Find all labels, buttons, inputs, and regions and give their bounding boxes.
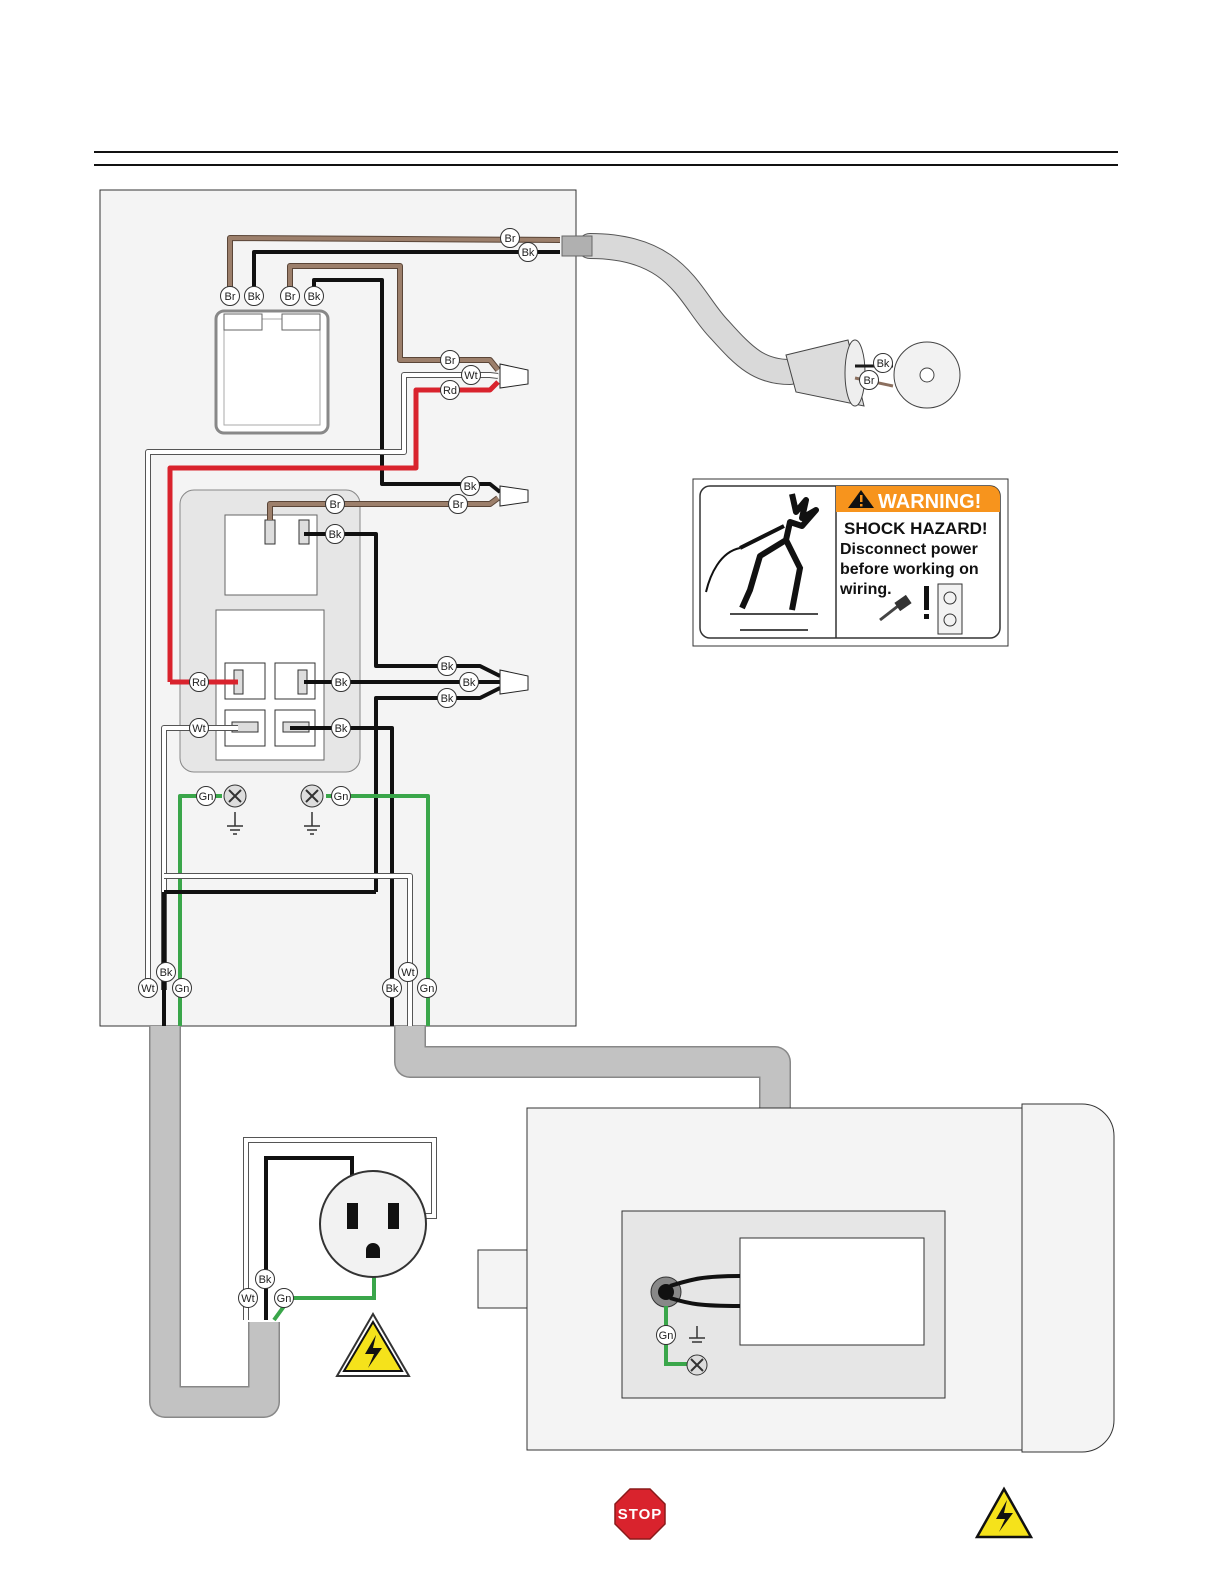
warning-line-2: before working on — [840, 561, 979, 578]
wire-label-brown: Br — [449, 495, 468, 514]
wire-label-green: Gn — [332, 787, 351, 806]
wire-label-green: Gn — [173, 979, 192, 998]
svg-text:Gn: Gn — [199, 791, 214, 803]
wire-label-black: Bk — [460, 673, 479, 692]
wire-label-red: Rd — [441, 381, 460, 400]
wire-label-black: Bk — [245, 287, 264, 306]
svg-text:Wt: Wt — [464, 370, 477, 382]
wire-label-black: Bk — [332, 719, 351, 738]
wire-label-white: Wt — [190, 719, 209, 738]
svg-text:Br: Br — [864, 375, 875, 387]
svg-text:Gn: Gn — [334, 791, 349, 803]
warning-line-1: Disconnect power — [840, 541, 978, 558]
warning-title: WARNING! — [878, 491, 981, 513]
svg-text:Bk: Bk — [463, 677, 476, 689]
wire-label-green: Gn — [657, 1326, 676, 1345]
svg-text:Gn: Gn — [420, 983, 435, 995]
wire-label-white: Wt — [239, 1289, 258, 1308]
svg-text:Bk: Bk — [441, 693, 454, 705]
svg-text:Rd: Rd — [443, 385, 457, 397]
outlet-icon — [320, 1171, 426, 1277]
svg-text:Gn: Gn — [175, 983, 190, 995]
svg-text:Bk: Bk — [259, 1274, 272, 1286]
wire-label-brown: Br — [326, 495, 345, 514]
wire-label-black: Bk — [519, 243, 538, 262]
wire-label-brown: Br — [281, 287, 300, 306]
wire-label-brown: Br — [441, 351, 460, 370]
electrical-hazard-icon — [977, 1489, 1031, 1537]
svg-text:Bk: Bk — [441, 661, 454, 673]
svg-text:Br: Br — [505, 233, 516, 245]
svg-text:Wt: Wt — [192, 723, 205, 735]
warning-label: WARNING! SHOCK HAZARD! Disconnect power … — [693, 479, 1008, 646]
svg-text:Bk: Bk — [522, 247, 535, 259]
stop-sign-icon: STOP — [615, 1489, 665, 1539]
svg-text:Bk: Bk — [877, 358, 890, 370]
svg-text:Wt: Wt — [141, 983, 154, 995]
svg-text:Bk: Bk — [335, 677, 348, 689]
svg-text:Bk: Bk — [160, 967, 173, 979]
wire-label-black: Bk — [332, 673, 351, 692]
conduit-outlet — [165, 1026, 264, 1402]
svg-text:Br: Br — [445, 355, 456, 367]
wire-label-black: Bk — [874, 354, 893, 373]
power-cord — [562, 236, 960, 408]
warning-line-3: wiring. — [839, 581, 892, 598]
svg-text:Bk: Bk — [248, 291, 261, 303]
wire-label-black: Bk — [438, 657, 457, 676]
wire-label-white: Wt — [399, 963, 418, 982]
svg-text:Wt: Wt — [401, 967, 414, 979]
svg-text:Bk: Bk — [308, 291, 321, 303]
svg-text:Bk: Bk — [386, 983, 399, 995]
svg-text:Br: Br — [285, 291, 296, 303]
svg-text:Bk: Bk — [329, 529, 342, 541]
wire-label-black: Bk — [305, 287, 324, 306]
wire-label-green: Gn — [418, 979, 437, 998]
wire-label-black: Bk — [438, 689, 457, 708]
svg-text:Gn: Gn — [659, 1330, 674, 1342]
wire-label-red: Rd — [190, 673, 209, 692]
ground-screw-icon — [301, 785, 323, 807]
svg-text:Br: Br — [330, 499, 341, 511]
wire-label-black: Bk — [326, 525, 345, 544]
wire-label-green: Gn — [197, 787, 216, 806]
wire-label-white: Wt — [139, 979, 158, 998]
svg-text:STOP: STOP — [618, 1506, 663, 1523]
electrical-hazard-icon — [337, 1314, 409, 1376]
wire-label-brown: Br — [221, 287, 240, 306]
wire-label-black: Bk — [256, 1270, 275, 1289]
wire-label-black: Bk — [383, 979, 402, 998]
motor-terminal-block — [740, 1238, 924, 1345]
svg-text:Bk: Bk — [335, 723, 348, 735]
svg-text:Rd: Rd — [192, 677, 206, 689]
svg-text:Br: Br — [453, 499, 464, 511]
svg-text:Br: Br — [225, 291, 236, 303]
outlet-icon — [938, 584, 962, 634]
wire-label-black: Bk — [157, 963, 176, 982]
wire-label-green: Gn — [275, 1289, 294, 1308]
svg-text:Wt: Wt — [241, 1293, 254, 1305]
motor — [478, 1104, 1114, 1452]
wire-label-white: Wt — [462, 366, 481, 385]
svg-text:Gn: Gn — [277, 1293, 292, 1305]
wire-label-brown: Br — [501, 229, 520, 248]
wire-label-brown: Br — [860, 371, 879, 390]
ground-screw-icon — [224, 785, 246, 807]
wire-label-black: Bk — [461, 477, 480, 496]
warning-heading: SHOCK HAZARD! — [844, 519, 988, 538]
svg-text:Bk: Bk — [464, 481, 477, 493]
